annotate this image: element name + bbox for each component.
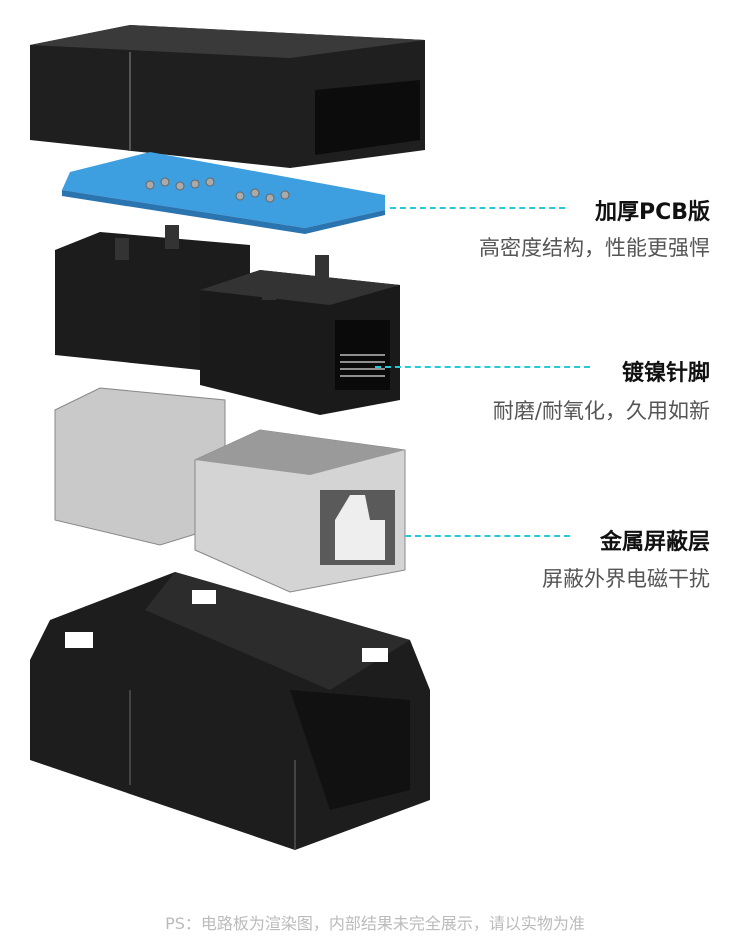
callout-subtitle-shield: 屏蔽外界电磁干扰 bbox=[542, 567, 710, 591]
rj45-jacks bbox=[55, 225, 400, 415]
callout-line-pins bbox=[375, 366, 590, 368]
bottom-housing bbox=[30, 572, 430, 850]
callout-title-pcb: 加厚PCB版 bbox=[594, 200, 710, 225]
metal-shields bbox=[54, 387, 406, 593]
callout-subtitle-pcb: 高密度结构，性能更强悍 bbox=[479, 236, 710, 260]
callout-title-shield: 金属屏蔽层 bbox=[599, 530, 710, 555]
pcb-board bbox=[62, 152, 385, 234]
top-cover bbox=[30, 25, 425, 168]
footnote: PS：电路板为渲染图，内部结果未完全展示，请以实物为准 bbox=[165, 914, 585, 933]
callout-line-shield bbox=[405, 535, 570, 537]
callout-subtitle-pins: 耐磨/耐氧化，久用如新 bbox=[492, 399, 710, 423]
callout-title-pins: 镀镍针脚 bbox=[621, 361, 710, 386]
callout-line-pcb bbox=[390, 207, 565, 209]
